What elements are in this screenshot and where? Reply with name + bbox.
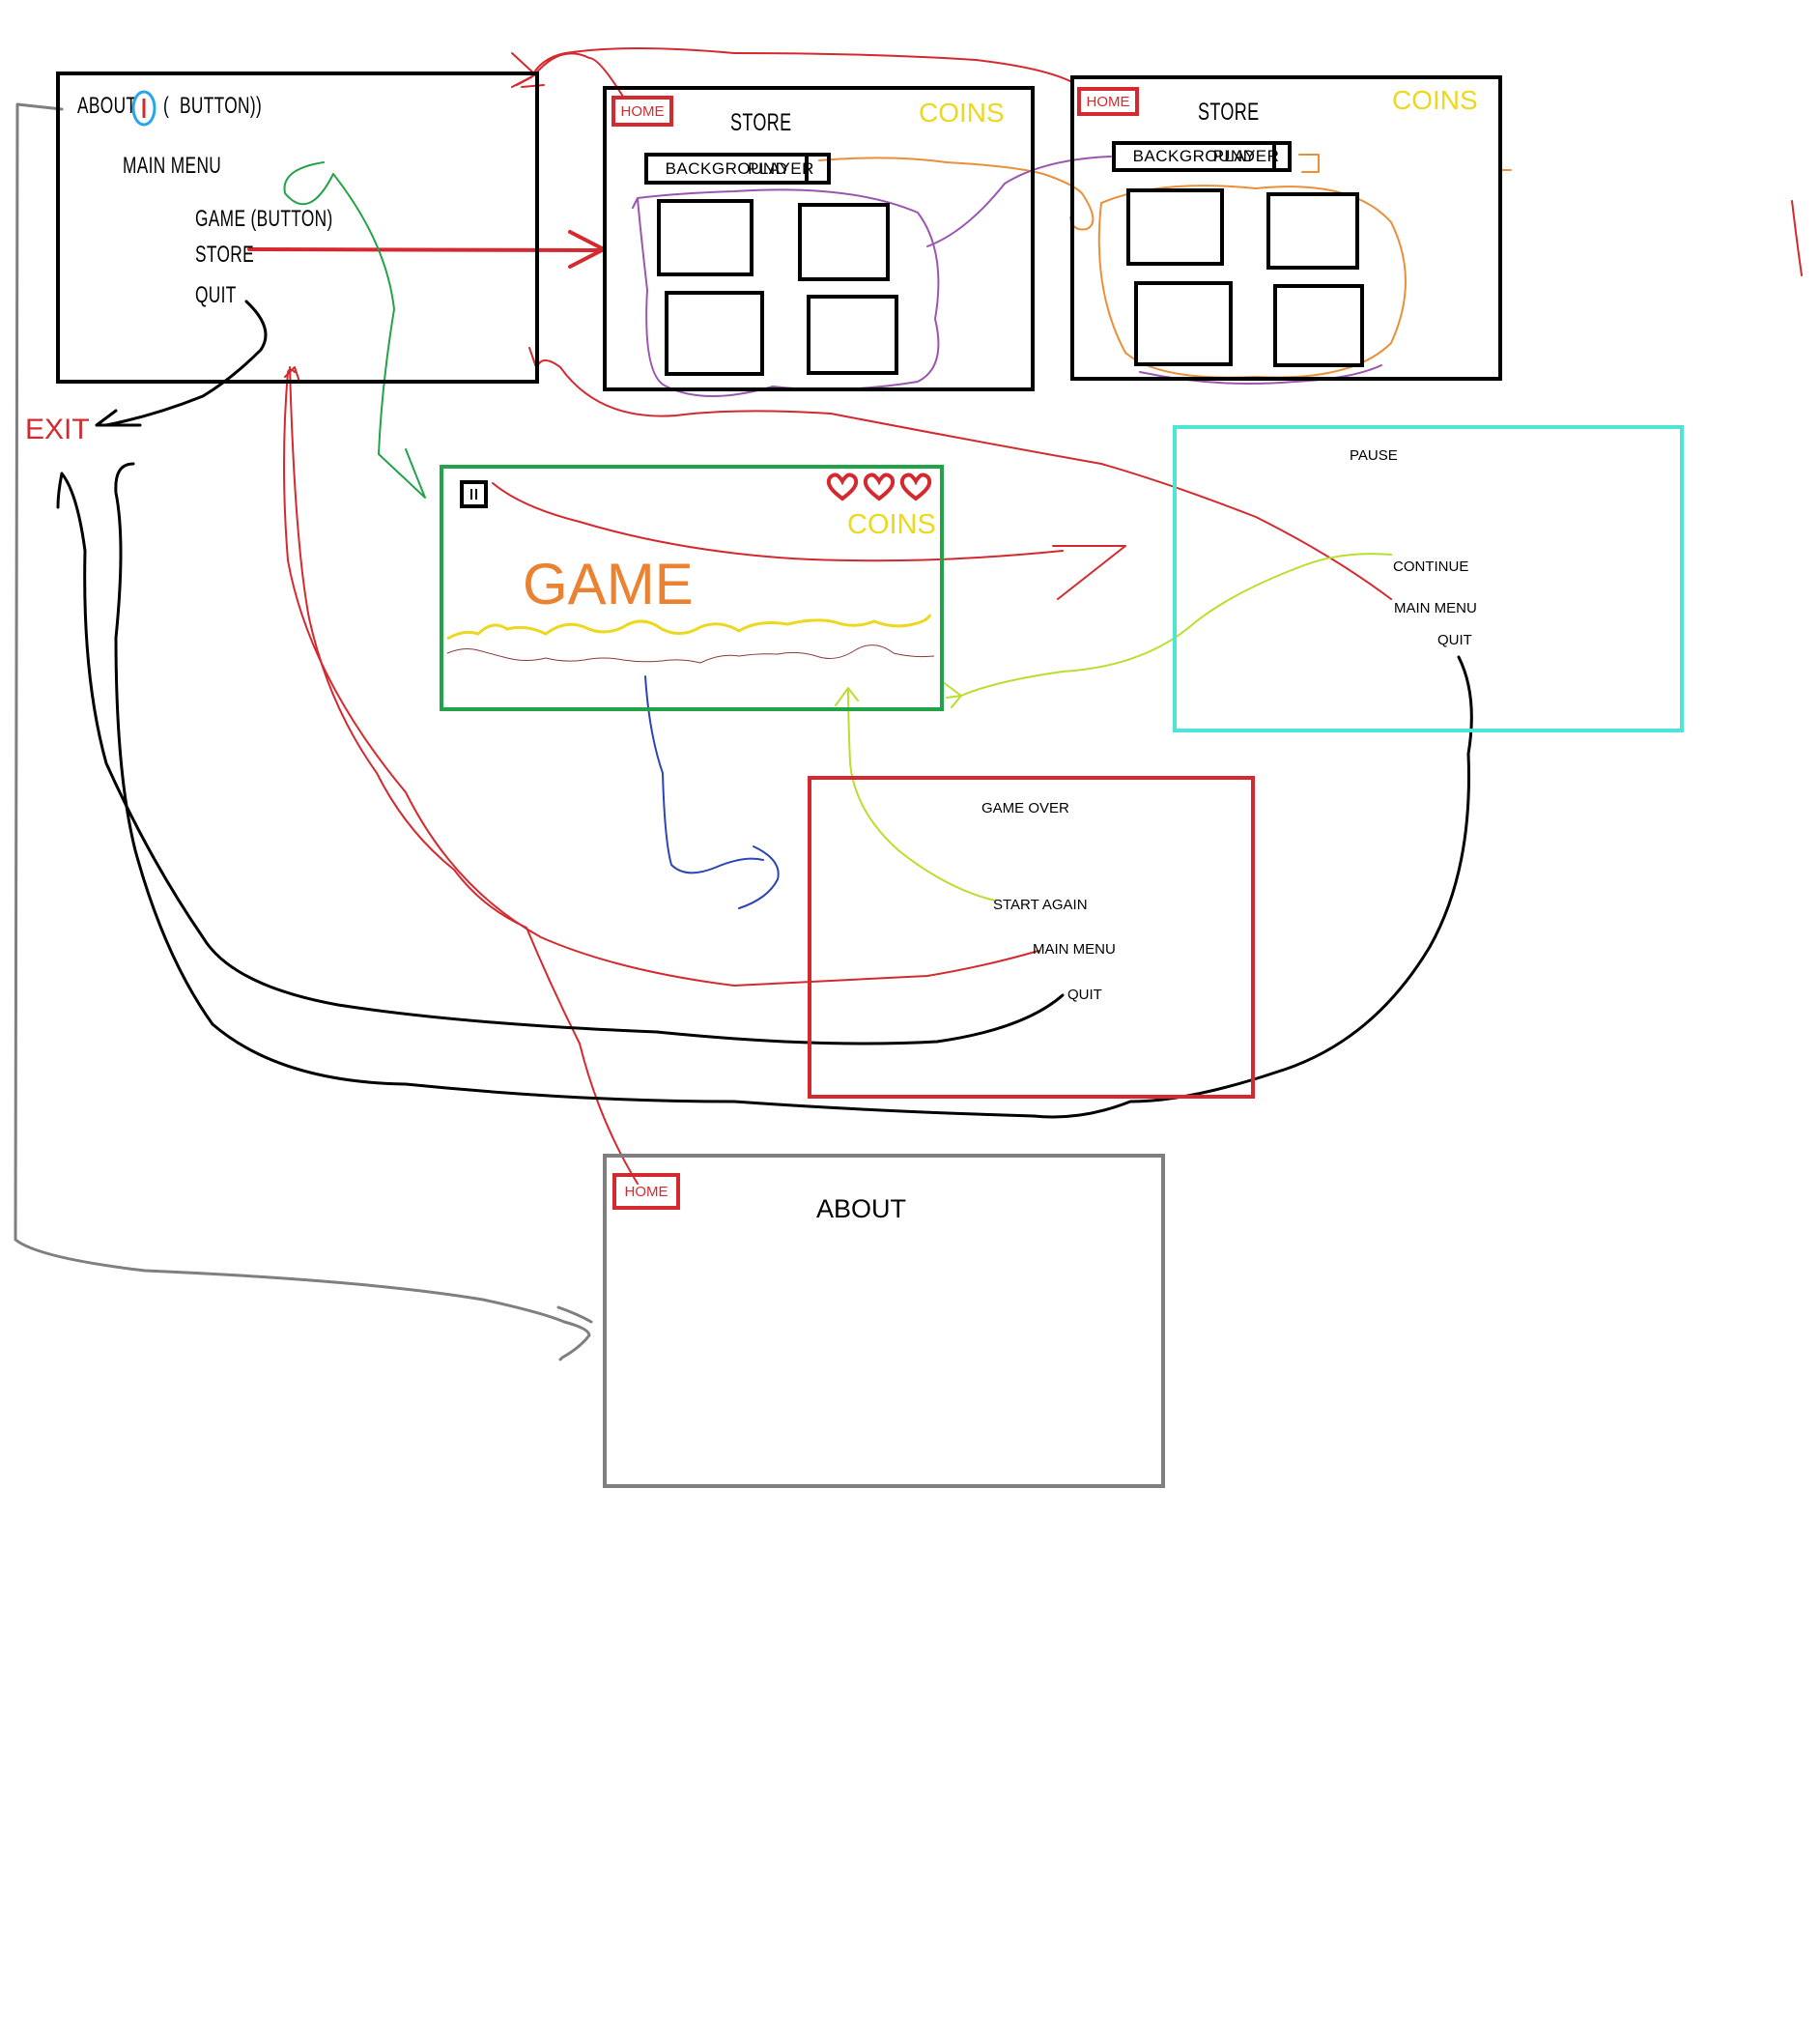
game-over-quit-button[interactable]: QUIT	[1067, 987, 1102, 1003]
store-1-item-slot[interactable]	[807, 295, 898, 375]
terrain-lines	[446, 614, 935, 664]
start-again-button[interactable]: START AGAIN	[993, 897, 1088, 913]
heart-icon	[826, 472, 859, 501]
main-menu-title: MAIN MENU	[123, 153, 222, 179]
gameover-link-arrow	[644, 675, 780, 909]
store-slots-highlight-2	[1097, 185, 1407, 379]
pause-screen: PAUSE CONTINUE MAIN MENU QUIT	[1173, 425, 1684, 732]
game-button[interactable]: GAME (BUTTON)	[195, 206, 333, 232]
gameover-quit-link-arrow	[56, 472, 1065, 1045]
store-1-home-button[interactable]: HOME	[611, 96, 673, 127]
about-button[interactable]: ABOUT	[77, 93, 137, 119]
store-2-title: STORE	[1198, 99, 1260, 126]
store-2-coins-label: COINS	[1392, 85, 1478, 115]
pause-quit-link-arrow	[114, 462, 1473, 1119]
store-2-item-slot[interactable]	[1134, 281, 1233, 366]
store-slots-highlight-1	[632, 188, 940, 397]
game-title: GAME	[523, 552, 694, 616]
store-1-item-slot[interactable]	[657, 199, 754, 276]
about-title: ABOUT	[816, 1194, 907, 1223]
gameover-mainmenu-link-arrow	[283, 366, 1039, 987]
store-1-coins-label: COINS	[919, 98, 1005, 128]
lives-indicator	[826, 472, 932, 507]
continue-link-arrow	[941, 553, 1392, 708]
pause-title: PAUSE	[1350, 447, 1398, 464]
store-screen-1: HOME STORE COINS BACKGROUND PLAYER	[603, 86, 1035, 391]
quit-button[interactable]: QUIT	[195, 282, 237, 308]
about-screen: HOME ABOUT	[603, 1154, 1165, 1488]
about-home-link-arrow	[289, 366, 639, 1185]
store-1-item-slot[interactable]	[798, 203, 890, 281]
heart-icon	[899, 472, 932, 501]
pause-main-menu-button[interactable]: MAIN MENU	[1394, 600, 1477, 616]
store-2-item-slot[interactable]	[1126, 188, 1224, 266]
game-over-title: GAME OVER	[981, 800, 1069, 816]
store-1-item-slot[interactable]	[665, 291, 764, 376]
heart-icon	[863, 472, 896, 501]
player-tab-link-arrow	[818, 157, 1095, 231]
stray-mark	[1791, 200, 1803, 276]
store-1-tab-background[interactable]: BACKGROUND	[644, 153, 809, 185]
game-screen: COINS GAME	[440, 465, 944, 711]
store-screen-2: HOME STORE COINS BACKGROUND PLAYER	[1070, 75, 1502, 381]
store-2-tab-player[interactable]: PLAYER	[1205, 141, 1292, 172]
about-home-button[interactable]: HOME	[612, 1173, 680, 1210]
exit-label: EXIT	[25, 414, 90, 445]
start-again-link-arrow	[835, 687, 996, 902]
game-coins-label: COINS	[847, 509, 936, 540]
game-over-screen: GAME OVER START AGAIN MAIN MENU QUIT	[808, 776, 1255, 1099]
game-over-main-menu-button[interactable]: MAIN MENU	[1033, 941, 1116, 958]
about-button-note: BUTTON))	[180, 93, 263, 119]
store-button[interactable]: STORE	[195, 242, 255, 268]
game-link-arrow	[283, 161, 426, 499]
about-paren: (	[163, 93, 170, 119]
pause-icon	[470, 489, 477, 500]
pause-button[interactable]	[460, 480, 488, 508]
quit-link-arrow	[95, 300, 268, 427]
store-2-home-button[interactable]: HOME	[1077, 87, 1139, 116]
main-menu-screen: ABOUT ( BUTTON)) MAIN MENU GAME (BUTTON)…	[56, 72, 539, 384]
cursor-highlight-icon	[131, 90, 156, 127]
store-2-item-slot[interactable]	[1266, 192, 1359, 270]
pause-mainmenu-link-arrow	[528, 347, 1392, 600]
about-link-arrow	[14, 102, 593, 1361]
pause-continue-button[interactable]: CONTINUE	[1393, 558, 1469, 575]
store-1-title: STORE	[730, 109, 792, 136]
store-2-tab-background[interactable]: BACKGROUND	[1112, 141, 1276, 172]
store-2-item-slot[interactable]	[1273, 284, 1364, 367]
store-1-tab-player[interactable]: PLAYER	[735, 153, 831, 185]
pause-quit-button[interactable]: QUIT	[1437, 632, 1472, 648]
pause-link-arrow	[492, 482, 1126, 600]
